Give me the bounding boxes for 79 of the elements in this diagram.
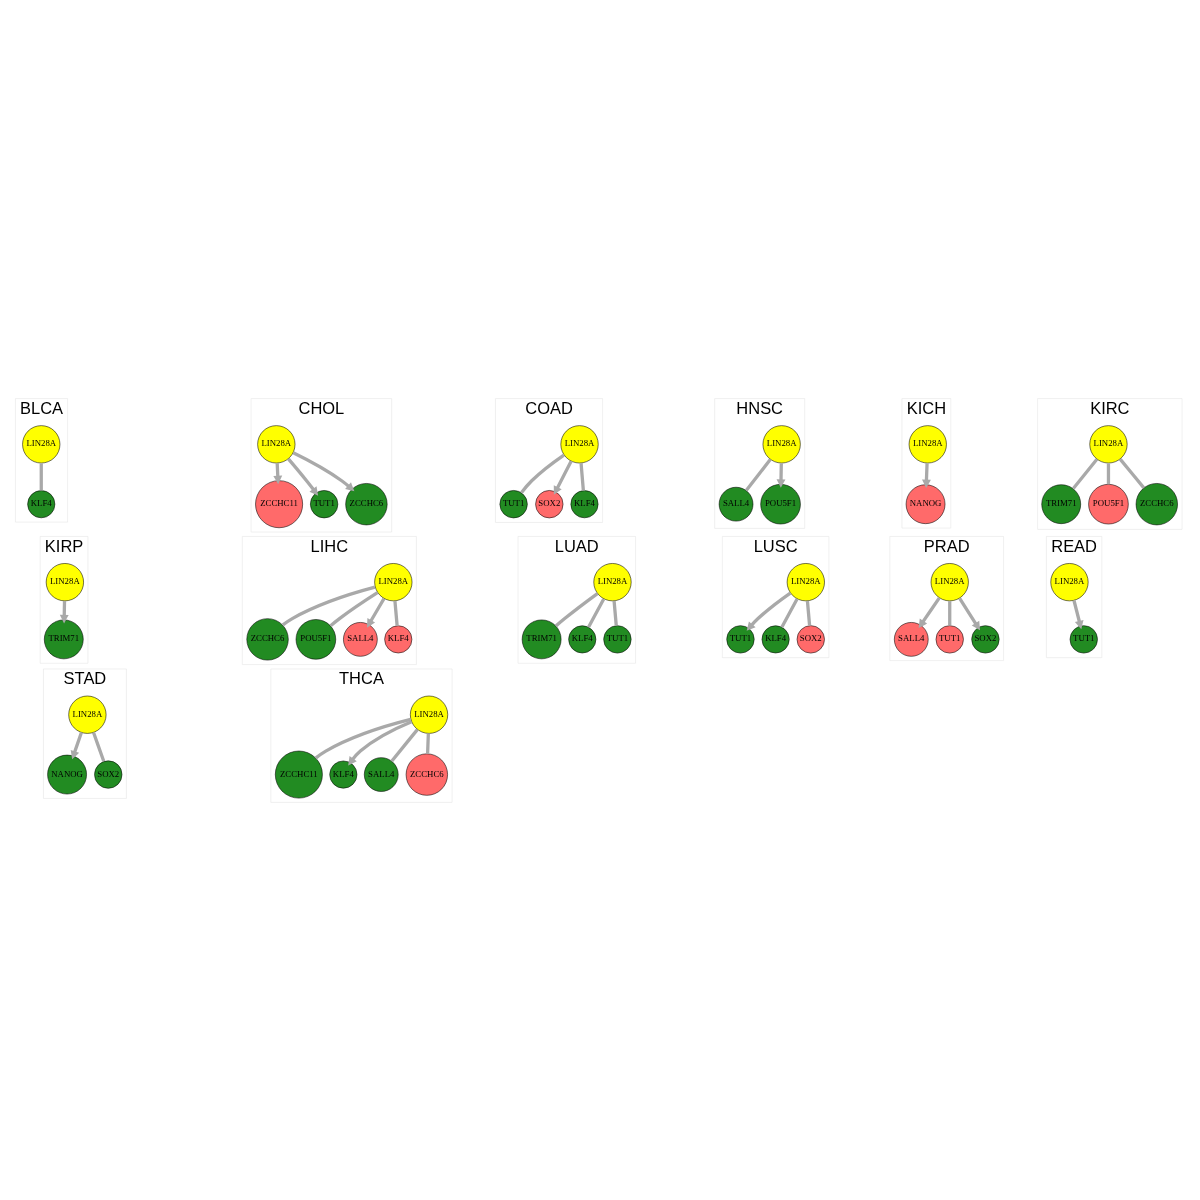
node-circle: NANOG (905, 483, 946, 524)
node-circle: LIN28A (786, 562, 825, 601)
node-circle: POU5F1 (1088, 483, 1129, 524)
node-circle: KLF4 (384, 624, 413, 653)
arrow (287, 457, 319, 496)
connector (425, 732, 430, 754)
node-circle: TUT1 (499, 489, 528, 518)
arrow (746, 591, 792, 631)
connector (805, 600, 812, 626)
node-circle: SOX2 (94, 760, 123, 789)
arrow (776, 462, 786, 488)
node-circle: ZCCHC6 (246, 617, 289, 660)
node-circle: KLF4 (568, 624, 597, 653)
node-circle: SOX2 (796, 624, 825, 653)
connector (744, 458, 772, 492)
connector (554, 591, 599, 627)
connector (587, 597, 606, 628)
node-circle: LIN28A (68, 695, 107, 734)
node-circle: LIN28A (410, 695, 448, 734)
arrow (553, 460, 573, 495)
node-circle: TUT1 (1069, 624, 1098, 653)
connector (92, 731, 106, 762)
node-circle: ZCCHC11 (255, 479, 303, 528)
node-circle: SOX2 (535, 489, 564, 518)
node-circle: LIN28A (908, 424, 947, 463)
connector (390, 728, 419, 762)
node-circle: LIN28A (1089, 424, 1128, 463)
connector (1072, 457, 1099, 490)
connector (314, 717, 412, 759)
connector (520, 453, 565, 494)
node-circle: TRIM71 (1041, 483, 1081, 524)
connector (948, 600, 952, 625)
node-circle: POU5F1 (295, 618, 337, 659)
node-circle: LIN28A (45, 562, 84, 601)
node-circle: TUT1 (603, 624, 632, 653)
arrow (1072, 599, 1084, 629)
node-circle: POU5F1 (760, 483, 801, 524)
node-circle: TUT1 (726, 624, 755, 653)
node-circle: ZCCHC6 (1135, 482, 1178, 525)
node-circle: LIN28A (593, 562, 632, 601)
node-circle: SALL4 (894, 621, 929, 657)
arrow (918, 596, 941, 628)
node-circle: KLF4 (761, 624, 790, 653)
arrow (292, 450, 355, 491)
node-circle: LIN28A (930, 562, 969, 601)
node-circle: SOX2 (971, 624, 1000, 653)
node-circle: ZCCHC11 (275, 750, 323, 798)
arrow (348, 719, 413, 766)
connector (780, 597, 799, 628)
arrow (366, 597, 386, 628)
node-circle: KLF4 (329, 760, 358, 788)
node-circle: LIN28A (560, 424, 599, 463)
connector (39, 462, 43, 490)
node-circle: TUT1 (310, 489, 339, 518)
connector (393, 600, 399, 626)
arrow (922, 462, 931, 488)
connector (329, 590, 379, 627)
node-circle: LIN28A (22, 424, 61, 463)
node-circle: SALL4 (343, 621, 378, 657)
connector (1118, 457, 1146, 489)
node-circle: KLF4 (27, 489, 56, 518)
node-circle: LIN28A (762, 424, 801, 463)
connector (579, 462, 585, 491)
node-circle: LIN28A (374, 562, 413, 601)
node-circle: ZCCHC6 (405, 753, 448, 796)
node-circle: KLF4 (570, 489, 599, 518)
node-circle: NANOG (47, 754, 87, 794)
connector (281, 585, 376, 626)
node-circle: TUT1 (935, 624, 964, 653)
node-circle: LIN28A (1050, 562, 1089, 601)
connector (1106, 462, 1111, 484)
node-circle: TRIM71 (521, 619, 562, 659)
arrow (958, 596, 981, 630)
node-circle: TRIM71 (44, 619, 84, 659)
arrow (70, 731, 83, 759)
node-circle: SALL4 (364, 756, 399, 792)
connector (612, 600, 618, 626)
node-circle: LIN28A (257, 424, 296, 463)
node-circle: SALL4 (718, 486, 754, 521)
